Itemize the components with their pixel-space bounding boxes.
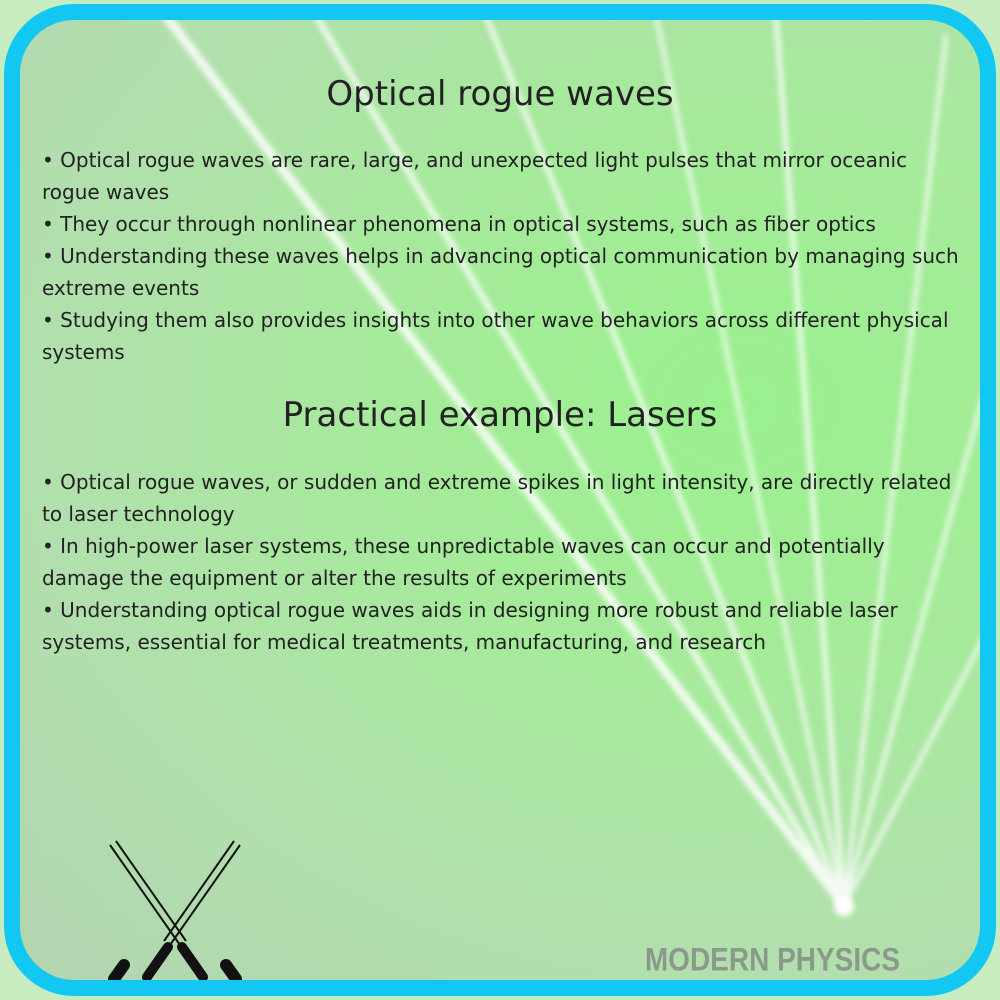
section-title-optical-rogue-waves: Optical rogue waves (326, 74, 674, 114)
rogue-waves-bullet-list: Optical rogue waves are rare, large, and… (42, 144, 962, 368)
crossed-lightsabers-icon (108, 840, 242, 980)
section-title-lasers: Practical example: Lasers (282, 395, 718, 435)
bullet-item: Understanding these waves helps in advan… (42, 240, 962, 304)
lasers-bullet-list: Optical rogue waves, or sudden and extre… (42, 466, 962, 658)
bullet-item: Optical rogue waves are rare, large, and… (42, 144, 962, 208)
bullet-item: In high-power laser systems, these unpre… (42, 530, 962, 594)
bullet-item: Understanding optical rogue waves aids i… (42, 594, 962, 658)
infographic-card: Optical rogue waves Optical rogue waves … (4, 4, 996, 996)
modern-physics-logo: MODERN PHYSICS (644, 941, 900, 978)
bullet-item: They occur through nonlinear phenomena i… (42, 208, 962, 240)
bullet-item: Optical rogue waves, or sudden and extre… (42, 466, 962, 530)
bullet-item: Studying them also provides insights int… (42, 304, 962, 368)
